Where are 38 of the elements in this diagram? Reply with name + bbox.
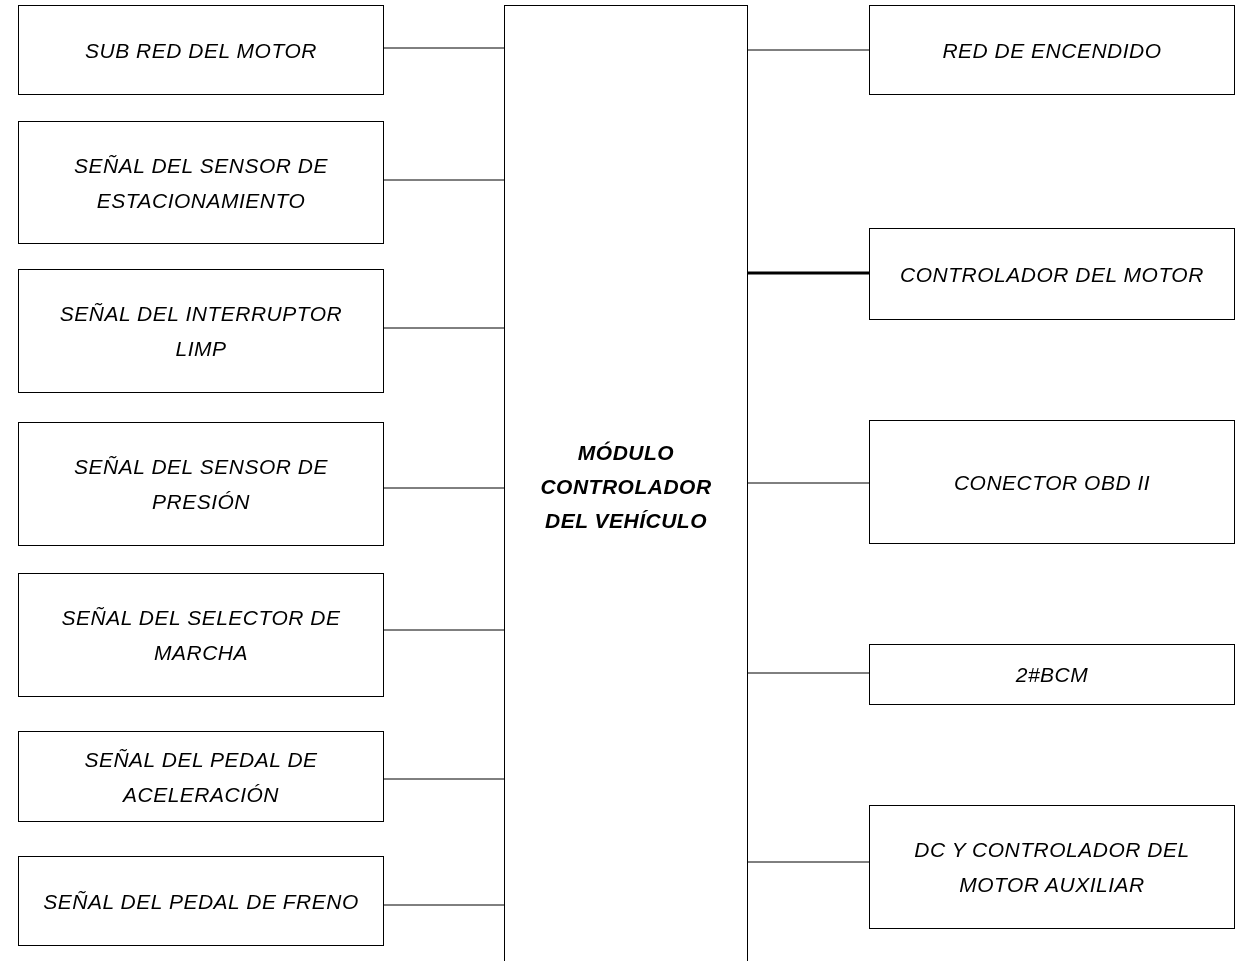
connector-line — [747, 482, 870, 484]
block-box — [18, 856, 384, 946]
connector-line — [383, 904, 505, 906]
block-box — [869, 805, 1235, 929]
connector-line — [383, 629, 505, 631]
block-box — [869, 5, 1235, 95]
connector-line — [747, 861, 870, 863]
block-box — [18, 422, 384, 546]
block-box — [18, 731, 384, 822]
block-box — [869, 228, 1235, 320]
block-box — [18, 121, 384, 244]
block-label: SEÑAL DEL SELECTOR DE MARCHA — [60, 605, 342, 666]
connector-line — [383, 179, 505, 181]
block-label: 2#BCM — [1014, 662, 1090, 688]
block-box — [869, 420, 1235, 544]
block-label: CONECTOR OBD II — [952, 469, 1152, 496]
connector-line — [383, 47, 505, 49]
block-box — [18, 5, 384, 95]
block-label: SUB RED DEL MOTOR — [84, 37, 318, 64]
connector-line — [383, 487, 505, 489]
block-label: CONTROLADOR DEL MOTOR — [899, 261, 1205, 288]
connector-line — [747, 49, 870, 51]
connector-line — [748, 271, 869, 275]
block-label: DC Y CONTROLADOR DEL MOTOR AUXILIAR — [913, 837, 1191, 898]
block-box — [18, 573, 384, 697]
block-label: SEÑAL DEL PEDAL DE FRENO — [42, 888, 360, 915]
block-label: RED DE ENCENDIDO — [941, 37, 1163, 64]
block-box — [869, 644, 1235, 705]
block-box — [18, 269, 384, 393]
connector-line — [383, 327, 505, 329]
block-label: SEÑAL DEL SENSOR DE ESTACIONAMIENTO — [73, 152, 329, 214]
block-label: SEÑAL DEL SENSOR DE PRESIÓN — [73, 454, 329, 515]
connector-line — [747, 672, 870, 674]
block-label: SEÑAL DEL PEDAL DE ACELERACIÓN — [83, 746, 319, 808]
controller-box — [504, 5, 748, 961]
block-label: MÓDULO CONTROLADOR DEL VEHÍCULO — [539, 439, 713, 534]
block-label: SEÑAL DEL INTERRUPTOR LIMP — [58, 301, 344, 362]
connector-line — [383, 778, 505, 780]
